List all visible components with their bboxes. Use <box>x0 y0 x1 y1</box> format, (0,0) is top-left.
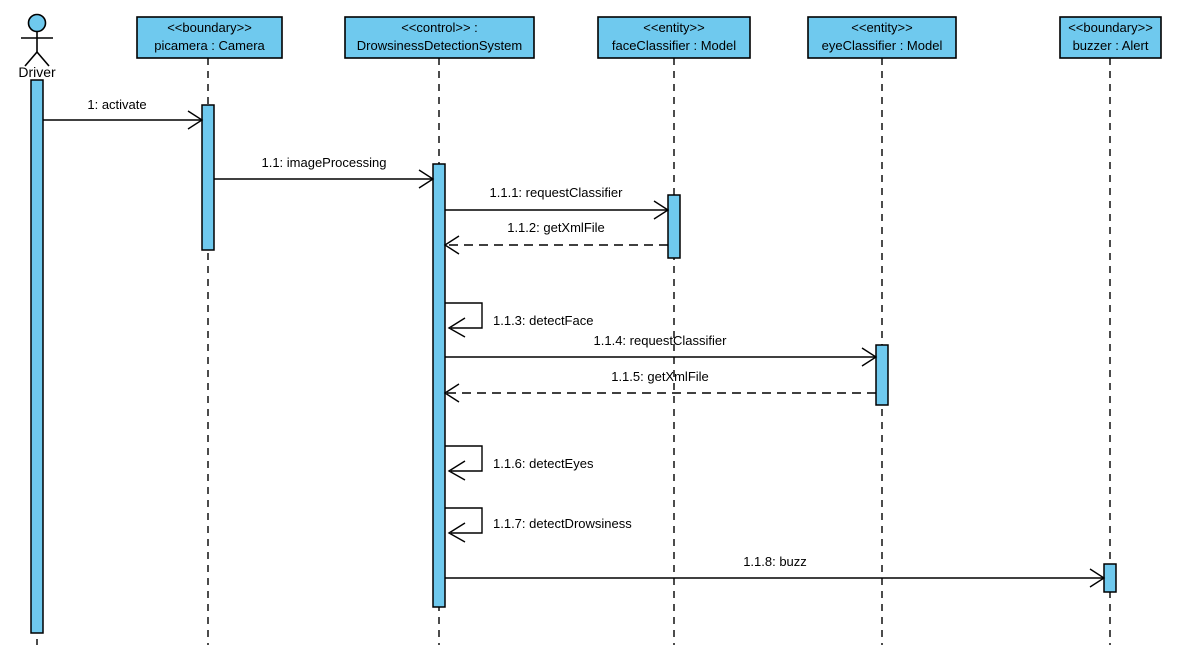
activation-bar-faceclassifier[interactable] <box>667 194 681 259</box>
message-1.1.7-detectDrowsiness[interactable]: 1.1.7: detectDrowsiness <box>445 507 632 543</box>
participant-box-buzzer[interactable]: <<boundary>> buzzer : Alert <box>1059 16 1162 59</box>
activation-bar-eyeclassifier[interactable] <box>875 344 889 406</box>
message-1.1.2-getXmlFile[interactable]: 1.1.2: getXmlFile <box>443 220 668 255</box>
message-label: 1.1: imageProcessing <box>261 155 386 170</box>
participant-name: faceClassifier : Model <box>612 38 736 53</box>
message-arrowhead-open <box>447 317 466 338</box>
actor-label: Driver <box>18 64 56 80</box>
message-arrowhead-open <box>418 169 435 189</box>
participant-name: DrowsinessDetectionSystem <box>357 38 522 53</box>
message-1.1.4-requestClassifier[interactable]: 1.1.4: requestClassifier <box>445 333 878 367</box>
participant-box-rect <box>1059 16 1162 59</box>
activation-bar-system[interactable] <box>432 163 446 608</box>
message-label: 1.1.2: getXmlFile <box>507 220 605 235</box>
self-message-loop <box>445 445 483 472</box>
message-arrowhead-open <box>861 347 878 367</box>
participant-box-picamera[interactable]: <<boundary>> picamera : Camera <box>136 16 283 59</box>
message-arrowhead-open <box>187 110 204 130</box>
message-label: 1.1.7: detectDrowsiness <box>493 516 632 531</box>
message-label: 1.1.6: detectEyes <box>493 456 594 471</box>
actor-driver[interactable]: Driver <box>18 13 56 81</box>
participant-stereotype: <<control>> : <box>401 20 478 35</box>
participant-box-eyeclassifier[interactable]: <<entity>> eyeClassifier : Model <box>807 16 957 59</box>
message-label: 1: activate <box>87 97 146 112</box>
participant-stereotype: <<entity>> <box>643 20 704 35</box>
participant-box-rect <box>807 16 957 59</box>
participant-stereotype: <<entity>> <box>851 20 912 35</box>
message-1.1.3-detectFace[interactable]: 1.1.3: detectFace <box>445 302 593 338</box>
message-arrowhead-open <box>447 460 466 481</box>
message-label: 1.1.4: requestClassifier <box>594 333 728 348</box>
activation-bar-driver[interactable] <box>30 79 44 634</box>
message-arrowhead-open <box>443 383 460 403</box>
message-1-activate[interactable]: 1: activate <box>43 97 204 130</box>
participant-name: picamera : Camera <box>154 38 265 53</box>
message-1.1.6-detectEyes[interactable]: 1.1.6: detectEyes <box>445 445 594 481</box>
actor-head-icon <box>27 13 47 33</box>
self-message-loop <box>445 507 483 534</box>
message-label: 1.1.3: detectFace <box>493 313 593 328</box>
participant-box-rect <box>344 16 535 59</box>
message-1.1-imageProcessing[interactable]: 1.1: imageProcessing <box>214 155 435 189</box>
message-label: 1.1.5: getXmlFile <box>611 369 709 384</box>
message-1.1.1-requestClassifier[interactable]: 1.1.1: requestClassifier <box>445 185 670 220</box>
participant-name: buzzer : Alert <box>1073 38 1149 53</box>
message-arrowhead-open <box>447 522 466 543</box>
message-1.1.5-getXmlFile[interactable]: 1.1.5: getXmlFile <box>443 369 876 403</box>
message-label: 1.1.1: requestClassifier <box>490 185 624 200</box>
message-label: 1.1.8: buzz <box>743 554 807 569</box>
participant-box-rect <box>136 16 283 59</box>
participant-stereotype: <<boundary>> <box>1068 20 1153 35</box>
participant-box-system[interactable]: <<control>> : DrowsinessDetectionSystem <box>344 16 535 59</box>
participant-name: eyeClassifier : Model <box>822 38 943 53</box>
message-arrowhead-open <box>1089 568 1106 588</box>
participant-box-faceclassifier[interactable]: <<entity>> faceClassifier : Model <box>597 16 751 59</box>
activation-bar-picamera[interactable] <box>201 104 215 251</box>
participant-stereotype: <<boundary>> <box>167 20 252 35</box>
message-arrowhead-open <box>443 235 460 255</box>
activation-bars <box>30 79 1117 634</box>
lifelines <box>36 58 1111 645</box>
message-1.1.8-buzz[interactable]: 1.1.8: buzz <box>445 554 1106 588</box>
activation-bar-buzzer[interactable] <box>1103 563 1117 593</box>
participant-box-rect <box>597 16 751 59</box>
self-message-loop <box>445 302 483 329</box>
actor-leg-right-icon <box>36 51 50 67</box>
actor-leg-left-icon <box>24 51 38 67</box>
message-arrowhead-open <box>653 200 670 220</box>
